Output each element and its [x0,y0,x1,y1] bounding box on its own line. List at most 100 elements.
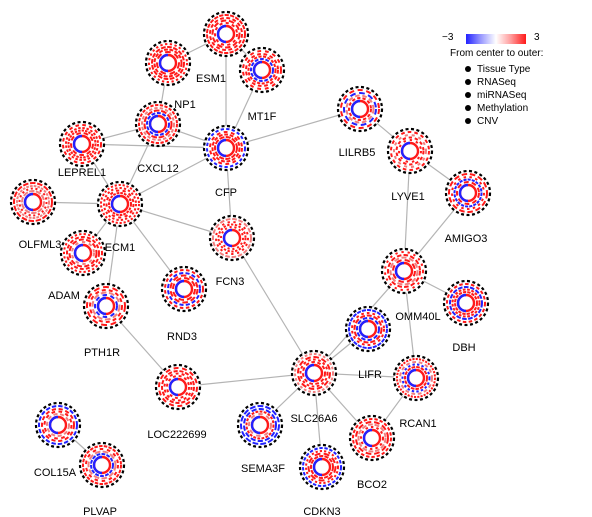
tissue-type-normal-arc [252,60,263,80]
data-ring-1 [158,367,198,407]
node-tnp1[interactable]: NP1 [144,39,196,111]
legend-item-mirnaseq: miRNASeq [464,89,530,102]
node-label-rnd3: RND3 [167,331,197,343]
data-ring-2 [167,272,201,306]
data-ring-4 [214,136,238,160]
data-ring-2 [351,312,385,346]
data-ring-4 [348,97,372,121]
data-ring-4 [310,455,334,479]
tissue-type-normal-arc [96,296,107,316]
data-ring-4 [70,132,94,156]
node-label-sema3f: SEMA3F [241,463,285,475]
data-ring-2 [305,450,339,484]
node-cfp[interactable]: CFP [202,124,250,199]
node-pth1r[interactable]: PTH1R [82,282,130,359]
data-ring-3 [18,187,48,217]
node-label-lilrb5: LILRB5 [339,147,376,159]
node-loc222699[interactable]: LOC222699 [147,363,207,441]
data-ring-4 [21,190,45,214]
data-ring-2 [393,134,427,168]
node-col15a1[interactable]: COL15A [34,401,82,479]
node-esm1[interactable]: ESM1 [196,10,250,85]
node-label-dbh: DBH [452,342,475,354]
legend-scale-min: −3 [442,32,454,43]
data-ring-4 [356,317,380,341]
node-leprel1[interactable]: LEPREL1 [58,120,106,179]
edge-cfp-lilrb5 [225,108,361,149]
tissue-type-normal-arc [350,99,361,119]
node-lifr[interactable]: LIFR [344,305,392,381]
data-ring-1 [242,50,282,90]
data-ring-2 [141,107,175,141]
data-ring-3 [169,274,199,304]
legend: −3 3 From center to outer: Tissue Type R… [430,30,590,140]
data-ring-3 [245,410,275,440]
tissue-type-normal-arc [110,194,121,214]
data-ring-4 [108,192,132,216]
node-sema3f[interactable]: SEMA3F [236,401,285,475]
legend-item-methylation: Methylation [464,102,530,115]
data-ring-3 [211,19,241,49]
data-ring-1 [148,43,188,83]
tissue-type-normal-arc [312,457,323,477]
node-cdkn3[interactable]: CDKN3 [298,443,346,517]
data-ring-4 [146,112,170,136]
node-adam[interactable]: ADAM [48,229,107,302]
legend-items: Tissue Type RNASeq miRNASeq Methylation … [464,63,530,128]
data-ring-1 [390,131,430,171]
legend-color-bar [466,34,526,44]
data-ring-1 [384,251,424,291]
tissue-type-normal-arc [168,377,179,397]
node-olfml3[interactable]: OLFML3 [9,178,61,251]
node-rnd3[interactable]: RND3 [160,265,208,343]
tissue-type-normal-arc [216,138,227,158]
data-ring-2 [215,221,249,255]
data-ring-2 [65,127,99,161]
node-rcan1[interactable]: RCAN1 [392,354,440,430]
node-lilrb5[interactable]: LILRB5 [336,85,384,159]
node-bco2[interactable]: BCO2 [348,414,396,491]
data-ring-1 [138,104,178,144]
node-fcn3[interactable]: FCN3 [208,214,256,288]
data-ring-1 [100,184,140,224]
data-ring-3 [68,238,98,268]
tissue-type-normal-arc [304,363,315,383]
node-ecm1[interactable]: ECM1 [96,180,144,254]
legend-scale-max: 3 [534,32,540,43]
data-ring-4 [94,294,118,318]
data-ring-4 [454,291,478,315]
data-ring-3 [87,450,117,480]
data-ring-3 [353,314,383,344]
tissue-type-normal-arc [148,114,159,134]
node-label-bco2: BCO2 [357,479,387,491]
data-ring-3 [211,133,241,163]
node-cxcl12[interactable]: CXCL12 [134,100,182,175]
node-label-ecm1: ECM1 [105,242,136,254]
data-ring-4 [90,453,114,477]
data-ring-4 [392,259,416,283]
data-ring-1 [206,128,246,168]
data-ring-4 [398,139,422,163]
node-label-slc26a6: SLC26A6 [290,413,337,425]
node-slc26a6[interactable]: SLC26A6 [290,349,338,425]
data-ring-2 [245,53,279,87]
data-ring-2 [41,408,75,442]
data-ring-1 [38,405,78,445]
data-ring-3 [247,55,277,85]
node-lyve1[interactable]: LYVE1 [386,127,434,203]
data-ring-3 [307,452,337,482]
data-ring-4 [404,366,428,390]
node-tomm40l[interactable]: OMM40L [380,247,441,323]
node-dbh[interactable]: DBH [442,279,490,354]
node-amigo3[interactable]: AMIGO3 [445,169,492,245]
data-ring-2 [89,289,123,323]
data-ring-4 [456,181,480,205]
node-label-pth1r: PTH1R [84,347,120,359]
tissue-type-normal-arc [48,415,59,435]
node-plvap[interactable]: PLVAP [78,441,126,517]
node-mt1f[interactable]: MT1F [238,46,286,123]
tissue-type-normal-arc [458,183,469,203]
data-ring-1 [340,89,380,129]
node-label-lifr: LIFR [358,369,382,381]
legend-item-cnv: CNV [464,115,530,128]
